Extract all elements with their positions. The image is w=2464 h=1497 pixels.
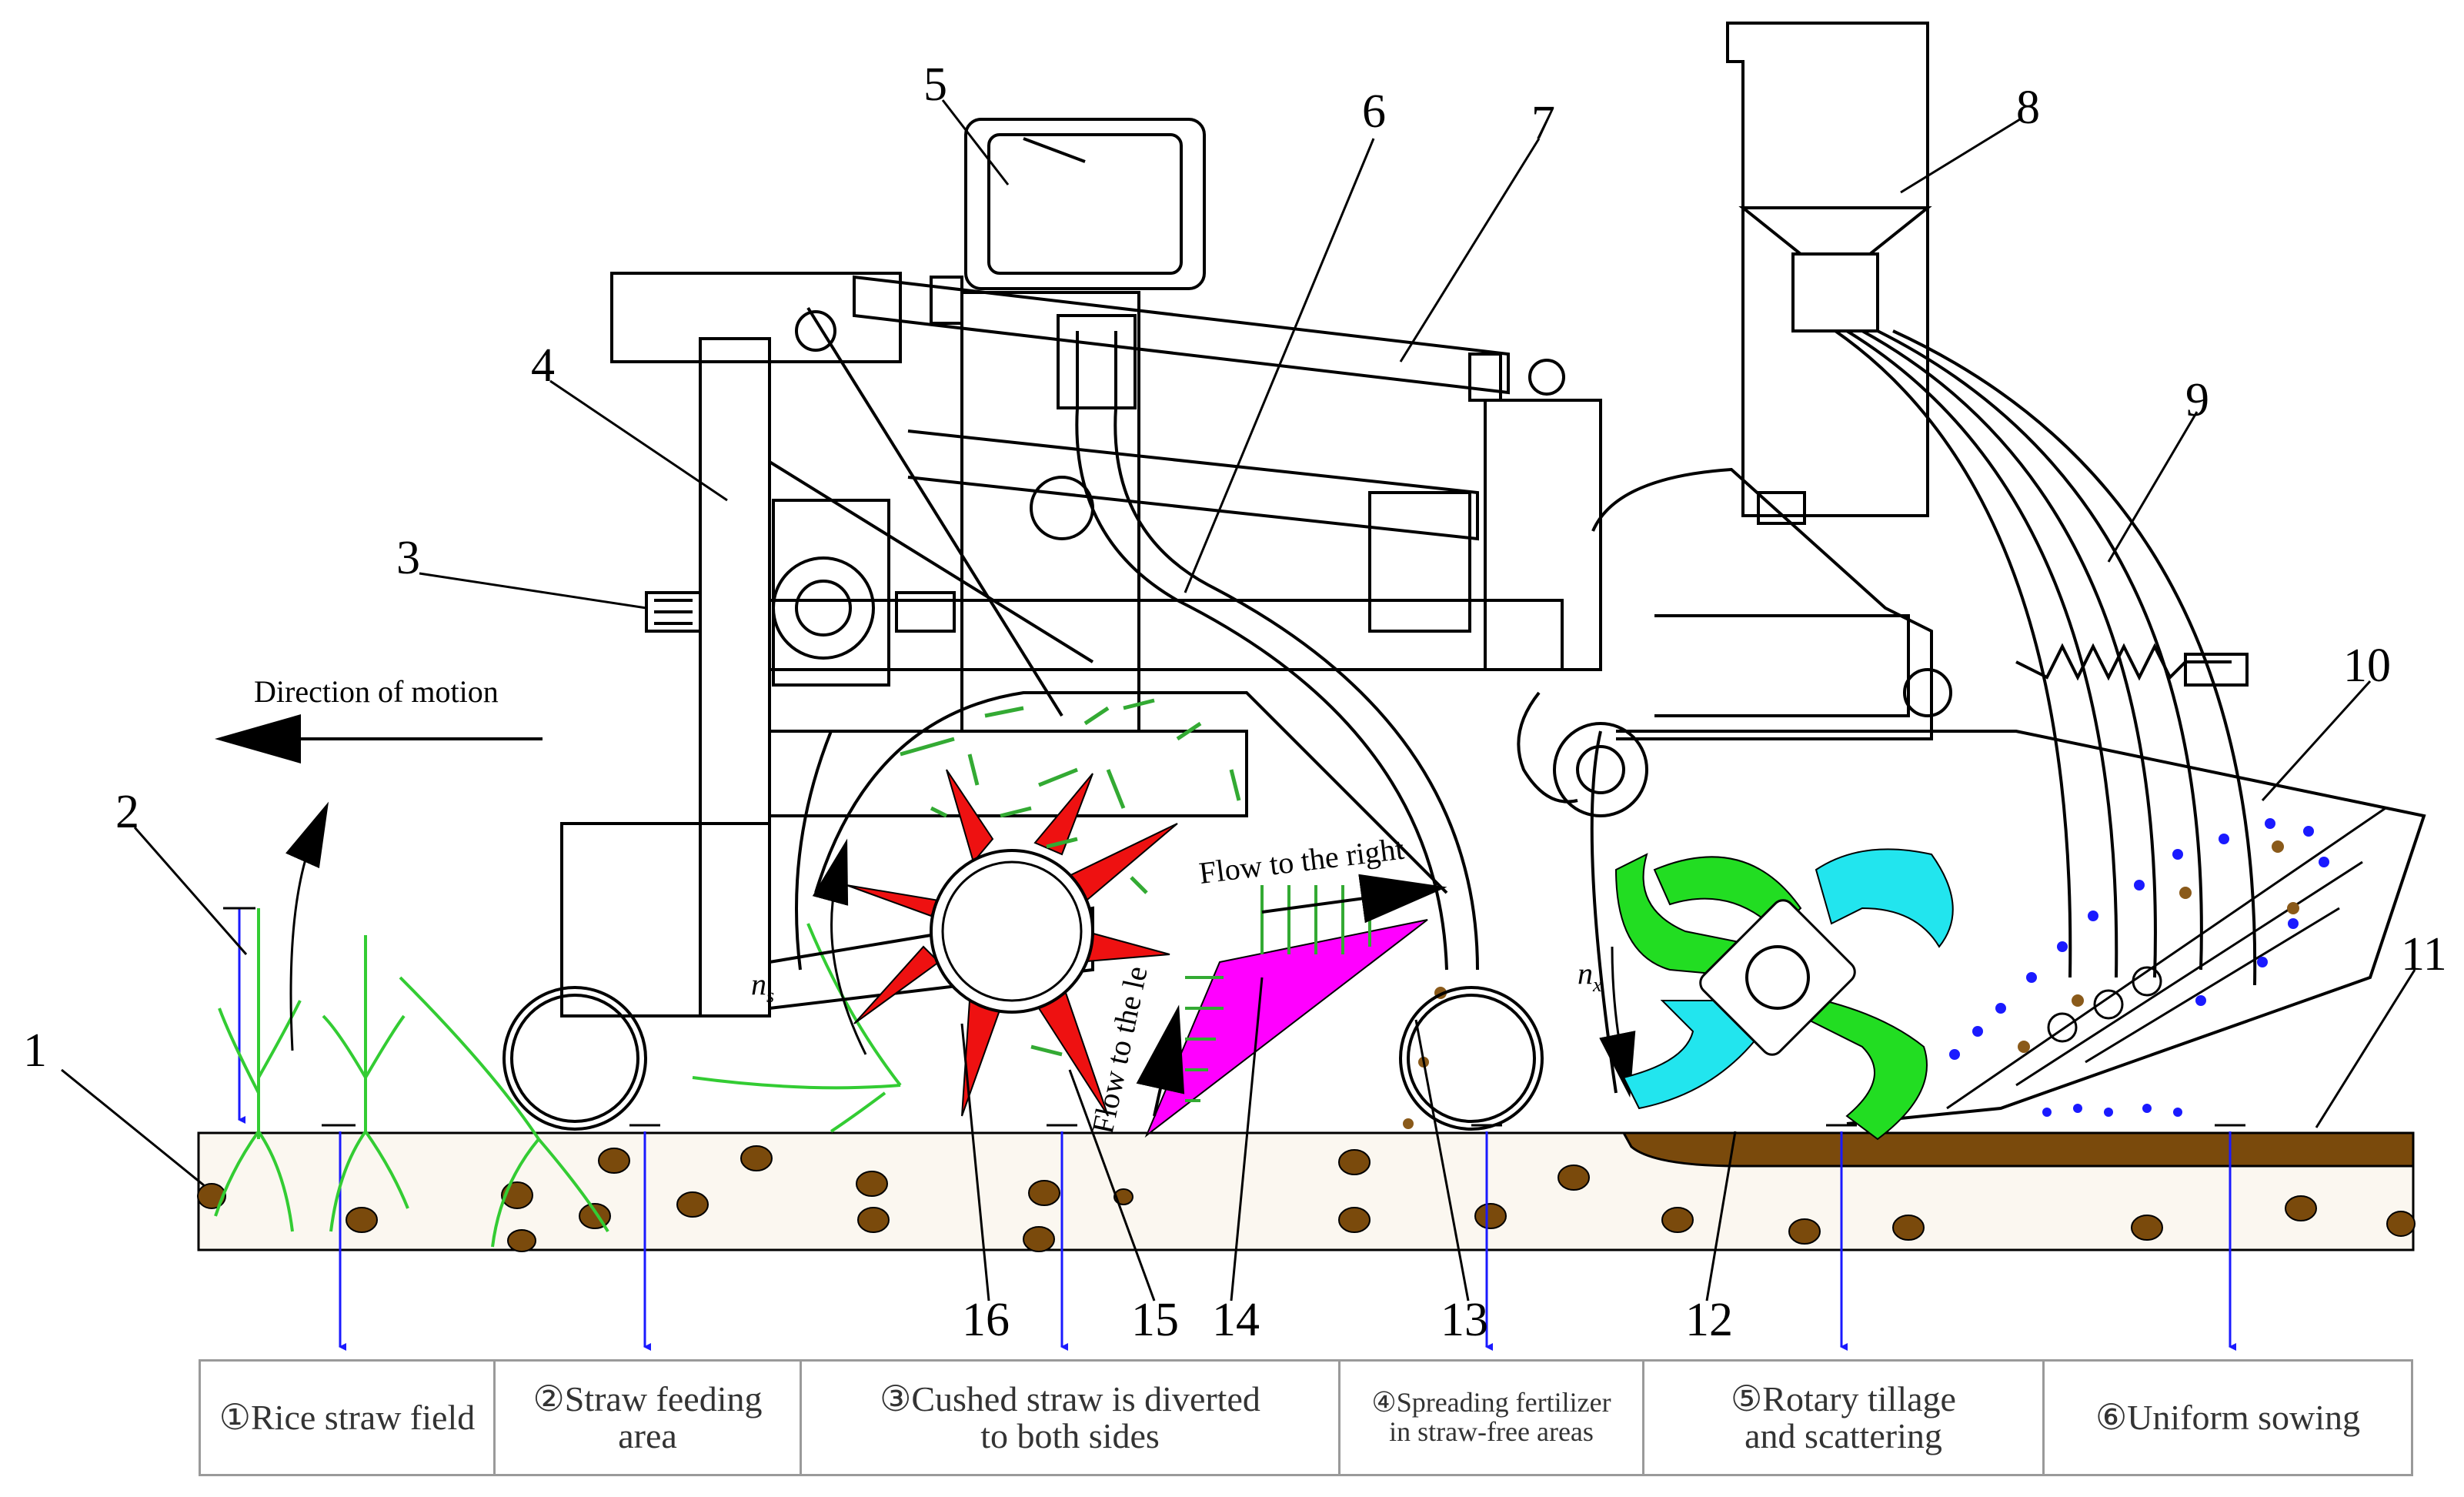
straw-tube (1030, 314, 1479, 971)
part-number-14: 14 (1212, 1294, 1260, 1346)
rotary-tiller (1614, 848, 1954, 1141)
stage-6-line-1: ⑥Uniform sowing (2095, 1397, 2361, 1437)
stage-5-line-1: ⑤Rotary tillage (1731, 1378, 1956, 1418)
stage-4-line-1: ④Spreading fertilizer (1371, 1387, 1611, 1418)
stage-1-line-1: ①Rice straw field (219, 1397, 476, 1437)
part-number-1: 1 (23, 1024, 47, 1077)
soil-profile (197, 1131, 2416, 1252)
part-number-7: 7 (1531, 97, 1555, 149)
part-numbers: 1 2 3 4 5 6 7 8 9 10 11 12 13 14 15 16 (23, 58, 2447, 1346)
ns-label: ns (751, 967, 774, 1007)
stage-rice-straw-field: ①Rice straw field (199, 1359, 496, 1476)
motion-label: Direction of motion (254, 674, 499, 709)
control-box (964, 118, 1206, 290)
stage-2-line-1: ②Straw feeding (533, 1378, 763, 1418)
part-number-8: 8 (2016, 82, 2040, 134)
flow-arrows (1136, 874, 1447, 1117)
seeds (1949, 818, 2329, 1117)
nx-label: nx (1578, 956, 1602, 996)
seed-tubes (1834, 329, 2257, 986)
top-link (795, 275, 1565, 402)
part-number-9: 9 (2185, 374, 2209, 426)
part-number-13: 13 (1441, 1294, 1488, 1346)
stage-arrows (238, 908, 2236, 1351)
flow-left-label: Flow to the le (1085, 963, 1154, 1137)
part-number-16: 16 (962, 1294, 1010, 1346)
rotation-arrows (812, 838, 1636, 1098)
stage-5-line-2: and scattering (1744, 1416, 1942, 1455)
plant-sway-arrow (285, 801, 329, 1051)
part-number-12: 12 (1685, 1294, 1733, 1346)
stage-3-line-1: ③Cushed straw is diverted (880, 1378, 1260, 1418)
leader-lines (61, 99, 2416, 1302)
part-number-5: 5 (923, 58, 947, 111)
stage-uniform-sowing: ⑥Uniform sowing (2042, 1359, 2413, 1476)
machine-frame (560, 272, 2426, 1125)
gearbox (772, 499, 890, 687)
part-number-2: 2 (115, 786, 139, 838)
spring (2015, 643, 2249, 687)
seed-hopper (1726, 22, 1932, 525)
straw-fragments (900, 698, 1241, 1057)
part-number-6: 6 (1362, 85, 1386, 138)
part-number-11: 11 (2401, 928, 2447, 981)
part-number-15: 15 (1131, 1294, 1179, 1346)
press-wheels (502, 986, 1544, 1131)
crusher-rotor (846, 769, 1178, 1117)
stage-2-line-2: area (618, 1416, 677, 1455)
stage-3-line-2: to both sides (980, 1416, 1160, 1455)
part-number-3: 3 (396, 532, 420, 584)
part-number-4: 4 (531, 339, 555, 392)
ground-markers (223, 907, 2245, 1127)
stage-4-line-2: in straw-free areas (1389, 1416, 1594, 1447)
pto-shaft (645, 591, 956, 633)
straw-deflector (1144, 885, 1428, 1138)
part-number-10: 10 (2343, 640, 2391, 692)
flow-right-label: Flow to the right (1197, 831, 1406, 891)
seeding-plates (1946, 807, 2386, 1110)
rice-plants (214, 908, 902, 1248)
